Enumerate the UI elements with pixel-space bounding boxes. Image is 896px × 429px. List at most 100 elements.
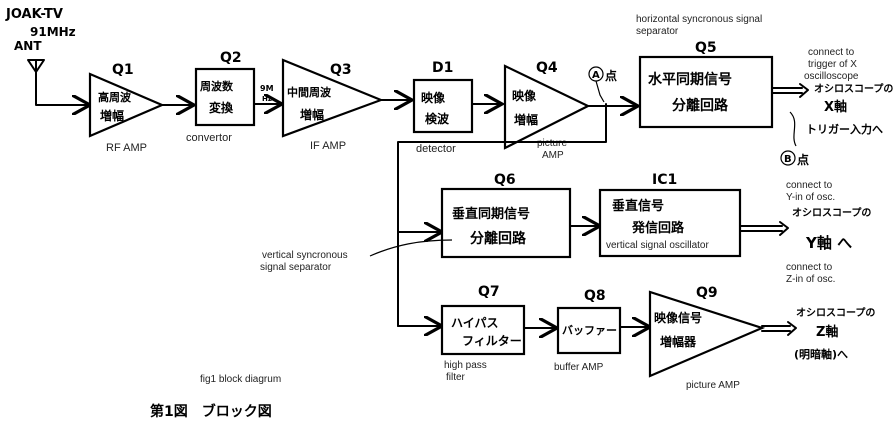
point-b-leader: [789, 111, 797, 147]
q6-vertical-sync-separator: Q6 垂直同期信号 分離回路 vertical syncronous signa…: [260, 172, 572, 273]
point-b: B 点: [780, 111, 809, 167]
d1-box: [412, 78, 474, 134]
if-label-line1: 9M: [260, 84, 274, 93]
q1-rf-amp: Q1 高周波 増幅 RF AMP: [88, 62, 165, 154]
q4-label-line2: 増幅: [514, 112, 538, 127]
q9-label-line2: 増幅器: [660, 334, 697, 349]
q8-box: [556, 306, 622, 355]
antenna-wire: [35, 59, 88, 105]
q6-label-line1: 垂直同期信号: [452, 206, 530, 222]
z-output-labels: connect to Z-in of osc. オシロスコープの Z軸 (明暗軸…: [786, 262, 875, 361]
q6-id: Q6: [494, 172, 516, 188]
ic1-label-line1: 垂直信号: [612, 198, 664, 214]
q5-caption-line2: separator: [636, 26, 679, 37]
ic1-vertical-oscillator: IC1 垂直信号 発信回路 vertical signal oscillator: [598, 172, 742, 258]
q3-if-amp: Q3 中間周波 増幅 IF AMP: [281, 58, 385, 152]
q6-caption-leader: [369, 239, 453, 257]
x-jp-line2: X軸: [824, 99, 847, 115]
x-en-line3: oscilloscope: [804, 71, 859, 82]
z-jp-line2: Z軸: [816, 324, 838, 340]
q3-amplifier-symbol: [281, 58, 385, 138]
q9-caption: picture AMP: [686, 380, 740, 391]
q4-picture-amp: Q4 映像 増幅 picture AMP: [503, 60, 591, 161]
q5-horizontal-sync-separator: horizontal syncronous signal separator Q…: [636, 14, 774, 129]
q5-label-line1: 水平同期信号: [648, 71, 732, 88]
x-output-labels: connect to trigger of X oscilloscope オシロ…: [804, 47, 893, 136]
q3-id: Q3: [330, 62, 352, 78]
x-output-arrowhead: [799, 83, 809, 98]
q7-box: [440, 304, 526, 356]
q8-label-line1: バッファー: [562, 324, 617, 337]
figure-caption: fig1 block diagrum: [200, 374, 281, 385]
point-b-suffix: 点: [797, 152, 809, 167]
q7-caption-line1: high pass: [444, 360, 487, 371]
ic1-box: [598, 188, 742, 258]
d1-id: D1: [432, 60, 453, 76]
q4-id: Q4: [536, 60, 558, 76]
q7-id: Q7: [478, 284, 500, 300]
point-b-marker: [780, 150, 796, 166]
q2-caption: convertor: [186, 132, 232, 144]
y-output-arrow: [739, 221, 789, 236]
q9-picture-amp: Q9 映像信号 増幅器 picture AMP: [648, 285, 766, 391]
q5-id: Q5: [695, 40, 717, 56]
d1-caption: detector: [416, 143, 456, 155]
ic1-label-line2: 発信回路: [631, 220, 685, 236]
x-jp-line1: オシロスコープの: [814, 82, 893, 95]
antenna-label-station: JOAK-TV: [5, 7, 63, 22]
z-jp-line1: オシロスコープの: [796, 306, 875, 319]
q2-label-line1: 周波数: [200, 79, 234, 93]
q6-label-line2: 分離回路: [470, 230, 527, 247]
q4-label-line1: 映像: [512, 88, 537, 103]
q3-label-line1: 中間周波: [287, 85, 332, 99]
point-a: A 点: [588, 66, 617, 103]
q9-label-line1: 映像信号: [654, 310, 702, 325]
q9-amplifier-symbol: [648, 290, 766, 378]
x-en-line1: connect to: [808, 47, 855, 58]
z-en-line2: Z-in of osc.: [786, 274, 835, 285]
q9-id: Q9: [696, 285, 718, 301]
q2-convertor: Q2 周波数 変換 convertor: [186, 50, 256, 144]
ic1-caption: vertical signal oscillator: [606, 240, 709, 251]
q2-box: [194, 67, 256, 127]
q5-box: [638, 55, 774, 129]
q8-caption: buffer AMP: [554, 362, 604, 373]
y-output-labels: connect to Y-in of osc. オシロスコープの Y軸 へ: [786, 180, 871, 252]
q6-caption-line1: vertical syncronous: [262, 250, 348, 261]
y-jp-line1: オシロスコープの: [792, 206, 871, 219]
ic1-id: IC1: [652, 172, 677, 188]
q6-box: [440, 187, 572, 259]
q5-caption-line1: horizontal syncronous signal: [636, 14, 762, 25]
q4-caption-line1: picture: [537, 138, 567, 149]
z-output-arrowhead: [787, 321, 797, 336]
q4-caption-line2: AMP: [542, 150, 564, 161]
d1-label-line2: 検波: [425, 111, 450, 126]
y-en-line2: Y-in of osc.: [786, 192, 835, 203]
q8-buffer-amp: Q8 バッファー buffer AMP: [554, 288, 622, 373]
q1-id: Q1: [112, 62, 134, 78]
z-jp-line3: (明暗軸)へ: [794, 347, 848, 361]
y-en-line1: connect to: [786, 180, 833, 191]
q4-amplifier-symbol: [503, 64, 591, 150]
q3-label-line2: 増幅: [300, 107, 324, 122]
point-a-letter: A: [592, 70, 600, 81]
q1-label-line1: 高周波: [98, 90, 132, 104]
q7-high-pass-filter: Q7 ハイパス フィルター high pass filter: [440, 284, 526, 383]
z-en-line1: connect to: [786, 262, 833, 273]
q2-id: Q2: [220, 50, 242, 66]
q1-amplifier-symbol: [88, 72, 165, 138]
y-jp-line2: Y軸 へ: [805, 234, 852, 252]
d1-label-line1: 映像: [421, 90, 446, 105]
figure-title: 第1図 ブロック図: [150, 403, 272, 420]
q1-caption: RF AMP: [106, 142, 147, 154]
wire-bus-main: [397, 103, 607, 327]
if-label-line2: Hz: [262, 95, 272, 103]
q2-label-line2: 変換: [209, 100, 234, 115]
point-b-letter: B: [784, 154, 792, 165]
x-en-line2: trigger of X: [808, 59, 857, 70]
intermediate-frequency-label: 9M Hz: [260, 84, 274, 103]
z-output-arrow: [761, 321, 797, 336]
antenna-label-ant: ANT: [14, 39, 42, 53]
q7-caption-line2: filter: [446, 372, 466, 383]
